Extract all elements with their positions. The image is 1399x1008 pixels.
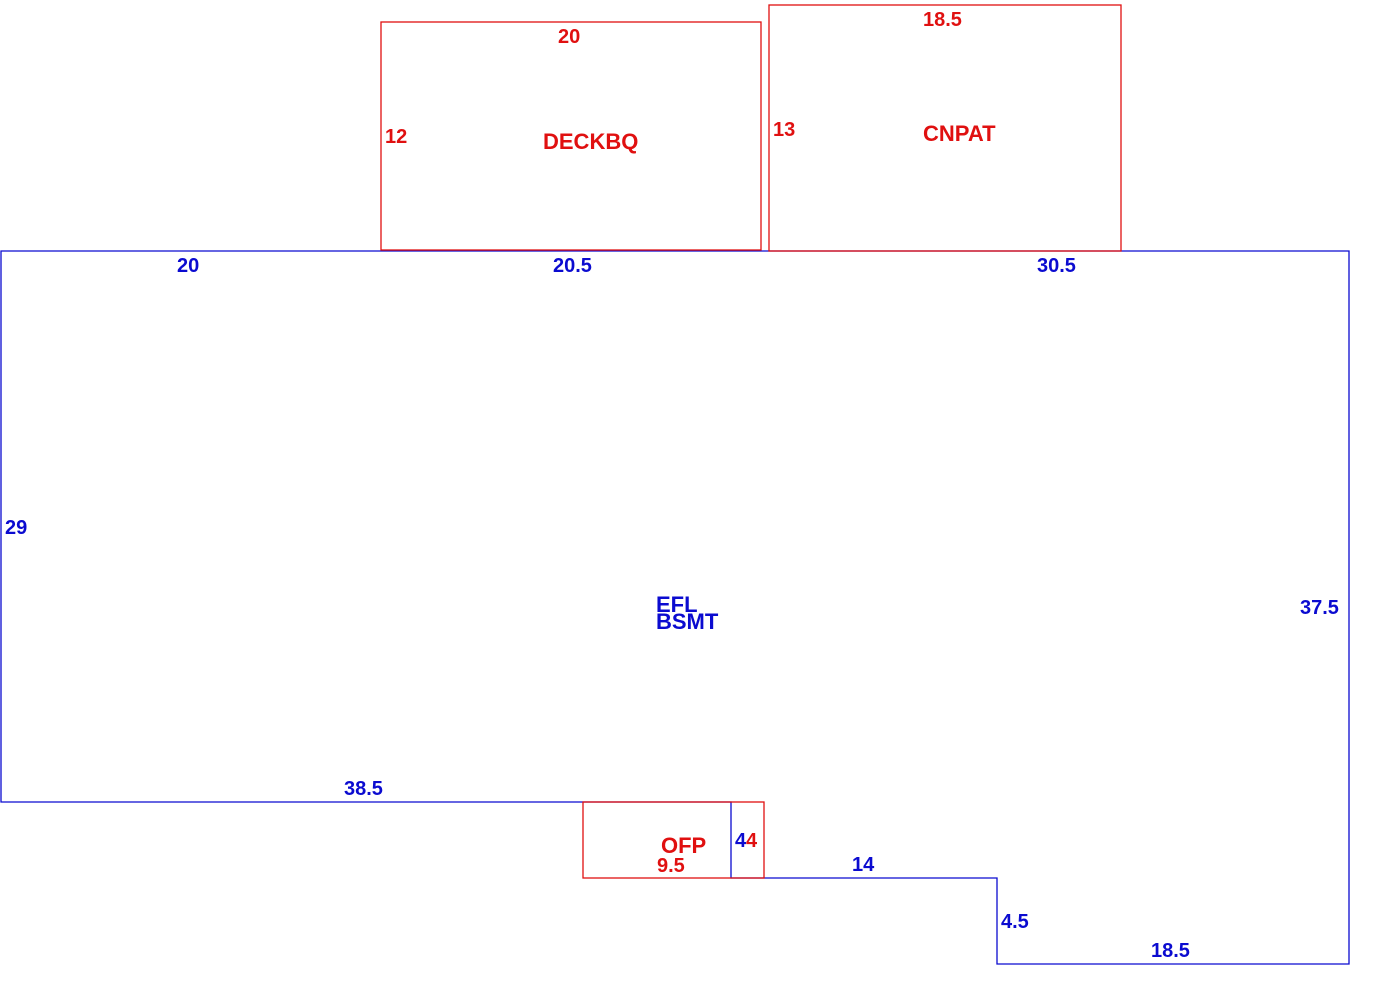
ofp-outline <box>582 801 765 879</box>
main-area-label-efl: EFL <box>656 592 698 617</box>
ofp-label: OFP <box>661 833 706 858</box>
cnpat-outline <box>768 4 1122 252</box>
cnpat-dim-top: 18.5 <box>923 9 962 31</box>
main-area-label-bsmt: BSMT <box>656 609 719 634</box>
deckbq-dim-left: 12 <box>385 126 407 148</box>
ofp-dim-bottom: 9.5 <box>657 855 685 877</box>
cnpat-dim-left: 13 <box>773 119 795 141</box>
dim-left: 29 <box>5 517 27 539</box>
main-area-outline <box>0 250 1350 965</box>
deckbq-outline <box>380 21 762 251</box>
dim-bottom-left: 38.5 <box>344 778 383 800</box>
dim-top-left: 20 <box>177 255 199 277</box>
dim-step-side: 4.5 <box>1001 911 1029 933</box>
deckbq-label: DECKBQ <box>543 129 638 154</box>
dim-right: 37.5 <box>1300 597 1339 619</box>
dim-ofp-side: 4 <box>735 830 747 852</box>
deckbq-dim-top: 20 <box>558 26 580 48</box>
dim-top-right: 30.5 <box>1037 255 1076 277</box>
cnpat-label: CNPAT <box>923 121 996 146</box>
dim-bottom-right: 18.5 <box>1151 940 1190 962</box>
dim-top-middle: 20.5 <box>553 255 592 277</box>
ofp-dim-right: 4 <box>746 830 758 852</box>
dim-step-bottom: 14 <box>852 854 875 876</box>
